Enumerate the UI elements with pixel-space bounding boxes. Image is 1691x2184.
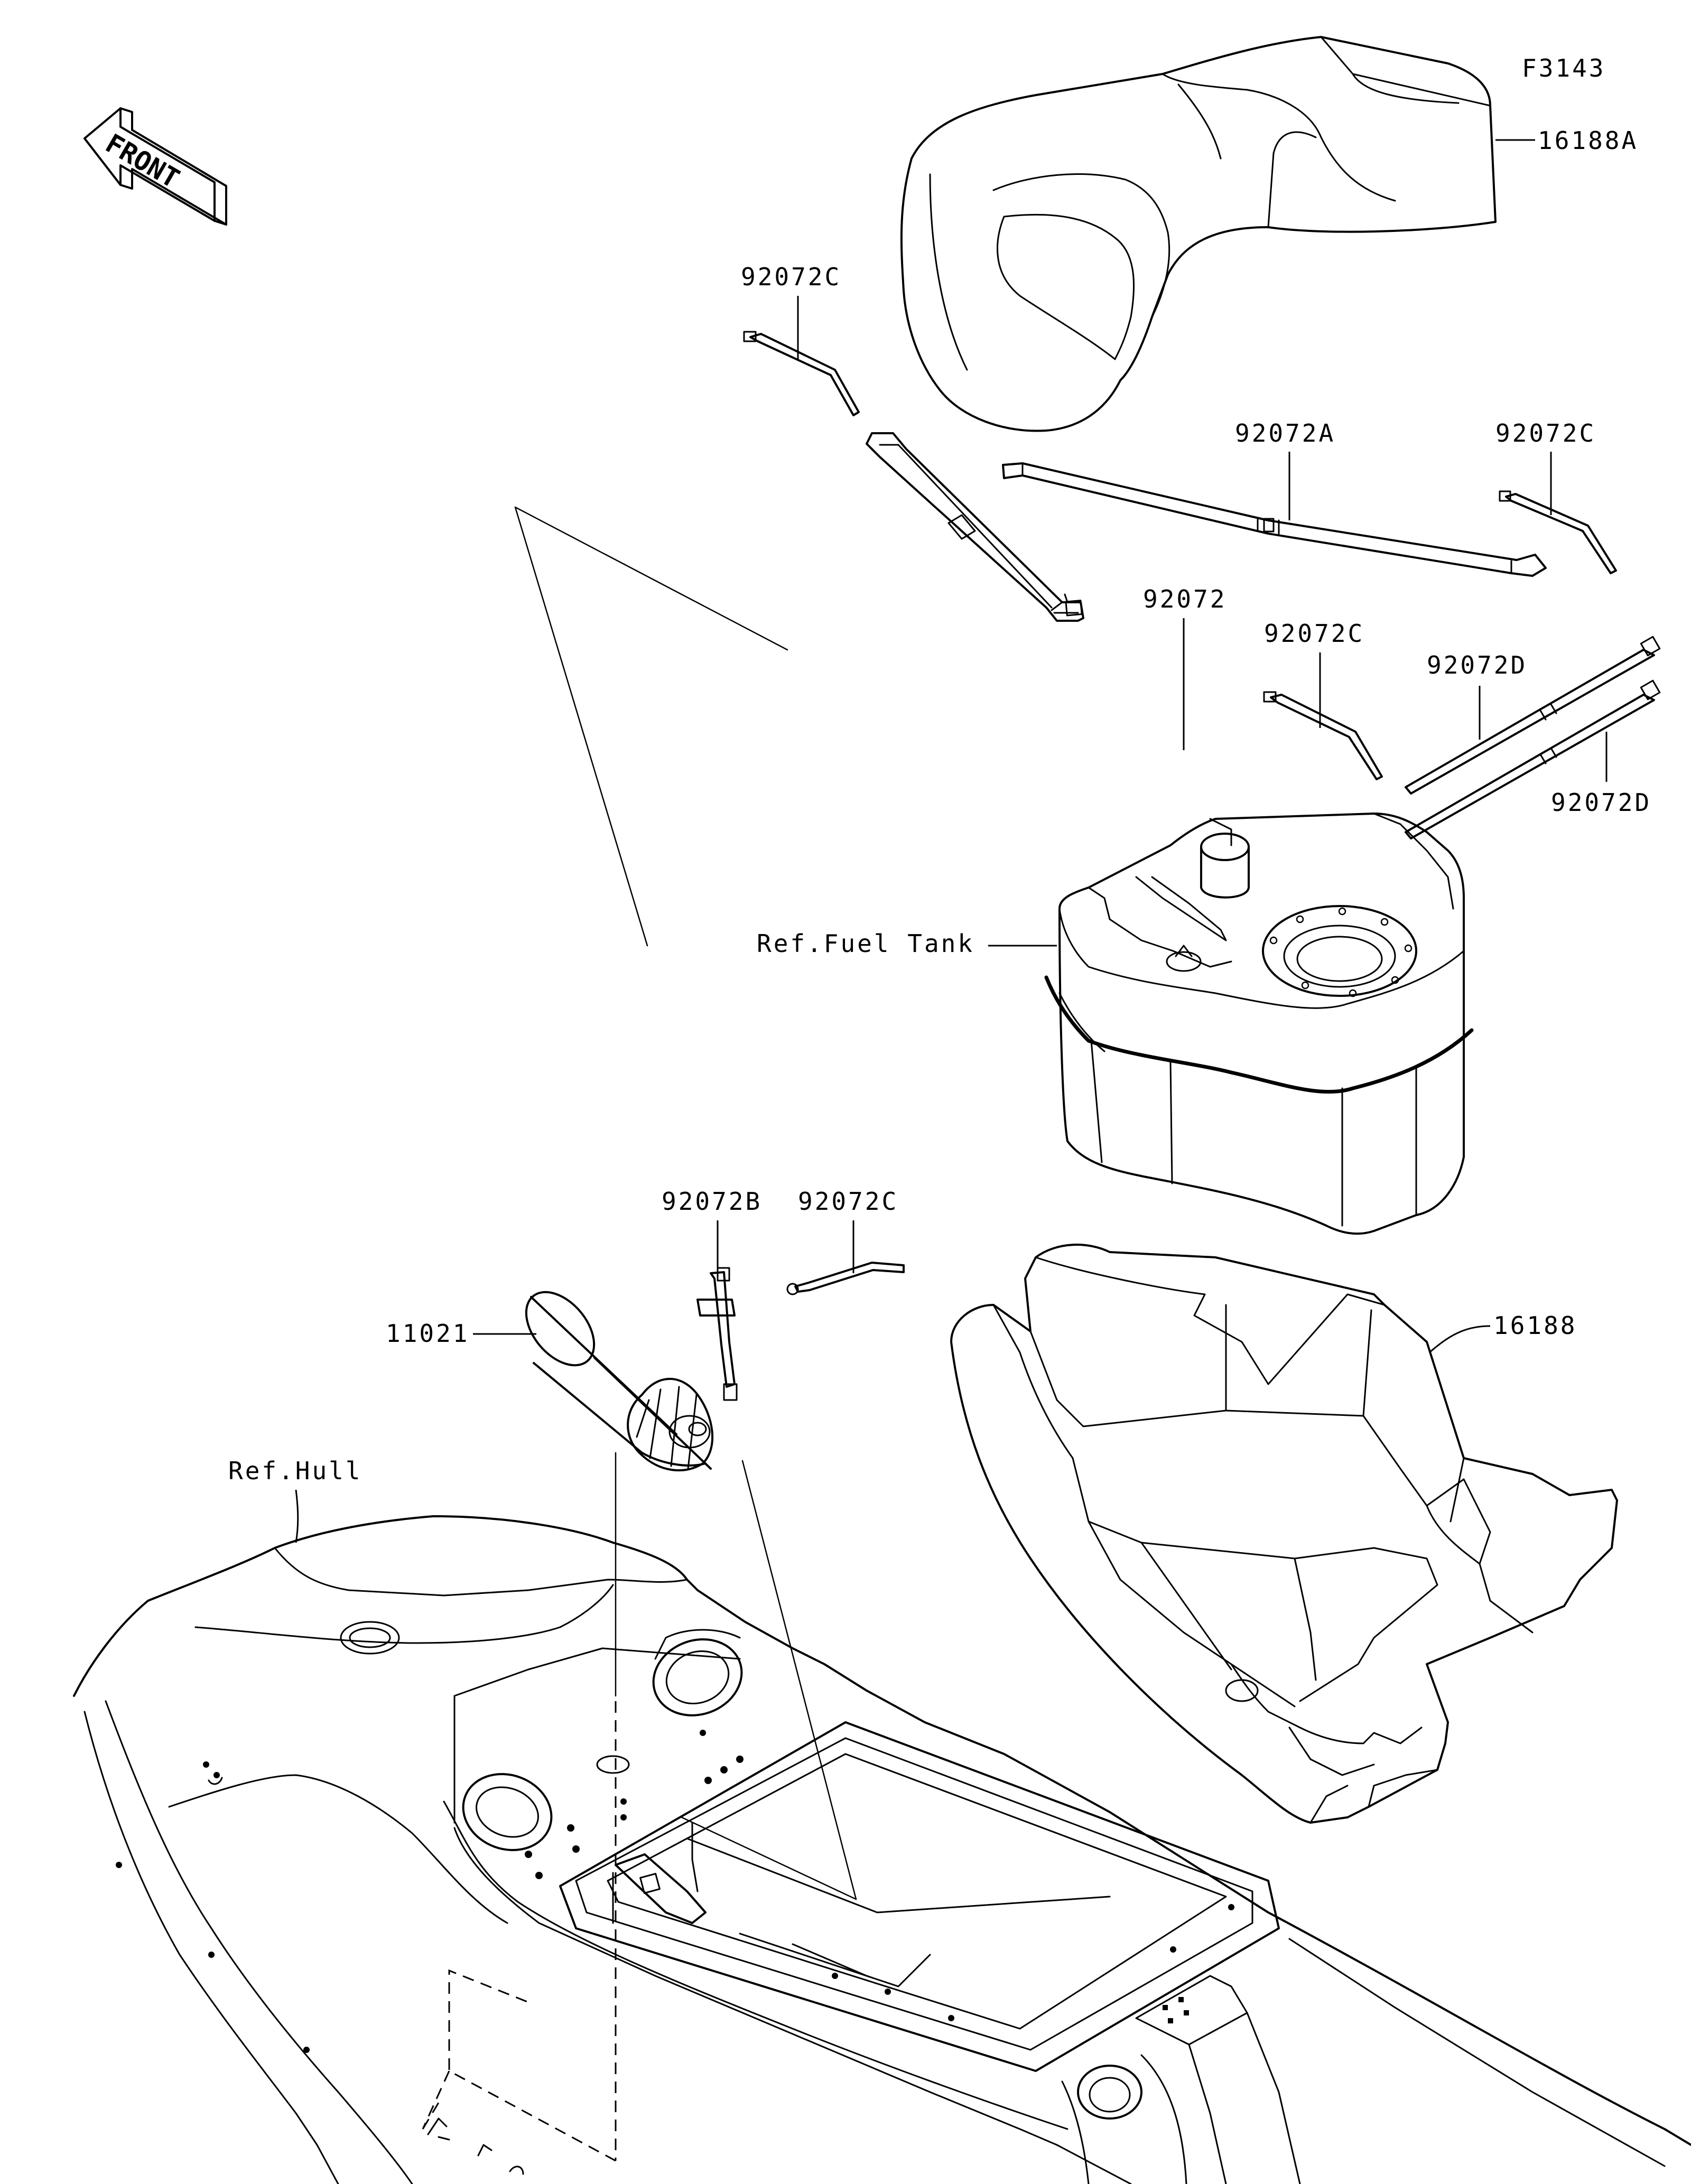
label-11021: 11021 (386, 1319, 469, 1348)
seat-cover-part (900, 36, 1497, 432)
label-92072C-1: 92072C (741, 263, 841, 291)
label-92072: 92072 (1143, 585, 1227, 613)
label-16188A: 16188A (1538, 126, 1638, 155)
cable-tie-92072C-2 (1499, 490, 1617, 574)
cable-tie-92072C-3 (1263, 691, 1383, 780)
label-92072A: 92072A (1235, 419, 1335, 447)
cable-tie-92072C-4 (786, 1262, 905, 1295)
fuel-tank-reference (1044, 813, 1474, 1235)
cable-tie-92072C-1 (743, 331, 860, 416)
cable-tie-92072D-2 (1405, 679, 1661, 839)
label-ref-fuel-tank: Ref.Fuel Tank (757, 929, 974, 958)
front-direction-arrow-icon: FRONT (83, 107, 227, 226)
label-92072C-2: 92072C (1495, 419, 1596, 447)
strap-92072 (866, 432, 1084, 622)
strap-92072B (696, 1267, 738, 1401)
cable-tie-92072D-1 (1405, 636, 1661, 795)
canister-11021 (525, 1291, 714, 1472)
label-92072D-1: 92072D (1427, 651, 1527, 679)
storage-bin-16188 (950, 1244, 1618, 1824)
label-92072C-4: 92072C (798, 1187, 898, 1216)
front-arrow-label: FRONT (100, 128, 184, 194)
label-16188: 16188 (1493, 1311, 1577, 1340)
assembly-guide-lines (422, 506, 857, 2162)
strap-92072A (1002, 462, 1547, 577)
label-92072C-3: 92072C (1264, 619, 1364, 648)
label-92072D-2: 92072D (1551, 788, 1651, 817)
label-92072B: 92072B (662, 1187, 762, 1216)
hull-reference (73, 1515, 1691, 2184)
label-ref-hull: Ref.Hull (228, 1457, 363, 1485)
figure-id: F3143 (1522, 54, 1605, 82)
